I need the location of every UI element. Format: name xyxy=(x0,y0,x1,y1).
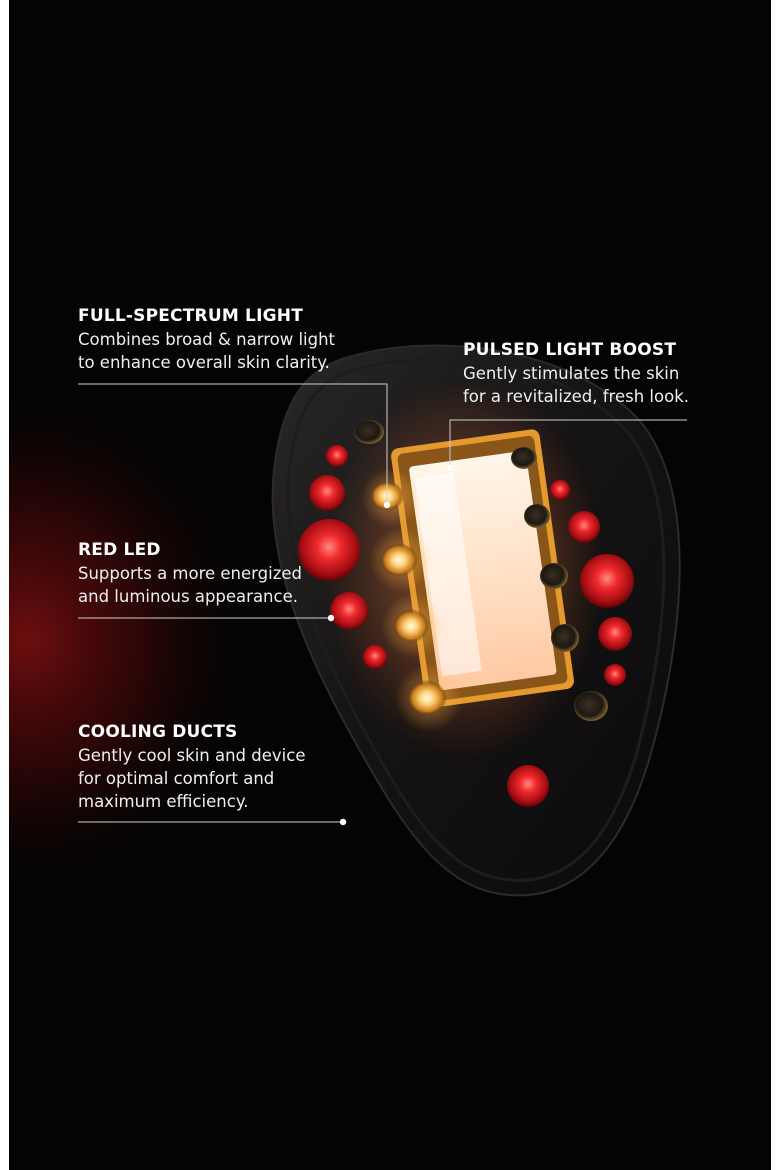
leader-lines xyxy=(78,383,687,826)
callout-line: and luminous appearance. xyxy=(78,587,298,606)
duct xyxy=(511,447,537,469)
duct xyxy=(540,563,568,589)
callout-line: for optimal comfort and xyxy=(78,769,275,788)
callout-title: FULL-SPECTRUM LIGHT xyxy=(78,306,303,326)
red-led xyxy=(550,480,570,500)
callout-line: Gently cool skin and device xyxy=(78,746,306,765)
amber-led xyxy=(407,680,447,716)
red-led xyxy=(604,664,626,686)
red-ambient-glow xyxy=(9,380,259,900)
callout-title: RED LED xyxy=(78,540,161,560)
red-led xyxy=(598,617,632,651)
red-led-array xyxy=(298,445,634,807)
red-led xyxy=(568,511,600,543)
duct xyxy=(354,420,384,444)
amber-led xyxy=(380,543,418,577)
red-led xyxy=(580,554,634,608)
callout-cooling-ducts: COOLING DUCTS Gently cool skin and devic… xyxy=(78,720,305,813)
callout-title: COOLING DUCTS xyxy=(78,722,238,742)
red-led xyxy=(330,592,368,630)
red-led xyxy=(309,475,345,511)
callout-title: PULSED LIGHT BOOST xyxy=(463,340,677,360)
callout-line: Supports a more energized xyxy=(78,564,303,583)
callout-line: for a revitalized, fresh look. xyxy=(463,387,689,406)
callout-line: maximum efficiency. xyxy=(78,792,249,811)
callout-description: Combines broad & narrow light to enhance… xyxy=(78,328,335,374)
duct xyxy=(574,691,608,721)
amber-led xyxy=(393,609,429,643)
callout-description: Gently stimulates the skin for a revital… xyxy=(463,362,689,408)
amber-led-column xyxy=(361,468,463,732)
callout-line: to enhance overall skin clarity. xyxy=(78,353,330,372)
leader-line-pulsed-boost xyxy=(449,419,687,468)
duct xyxy=(551,624,579,652)
callout-line: Gently stimulates the skin xyxy=(463,364,680,383)
callout-full-spectrum-light: FULL-SPECTRUM LIGHT Combines broad & nar… xyxy=(78,304,335,374)
callout-line: Combines broad & narrow light xyxy=(78,330,336,349)
red-led xyxy=(507,765,549,807)
callout-description: Gently cool skin and device for optimal … xyxy=(78,744,305,813)
duct xyxy=(524,504,550,528)
callout-red-led: RED LED Supports a more energized and lu… xyxy=(78,538,302,608)
product-feature-graphic: FULL-SPECTRUM LIGHT Combines broad & nar… xyxy=(9,0,771,1170)
cooling-ducts xyxy=(354,420,608,721)
red-led xyxy=(363,645,387,669)
leader-line-full-spectrum xyxy=(78,383,388,505)
red-led xyxy=(326,445,348,467)
callout-pulsed-light-boost: PULSED LIGHT BOOST Gently stimulates the… xyxy=(463,338,689,408)
red-led xyxy=(298,519,360,581)
device-illustration xyxy=(9,344,687,900)
callout-description: Supports a more energized and luminous a… xyxy=(78,562,302,608)
